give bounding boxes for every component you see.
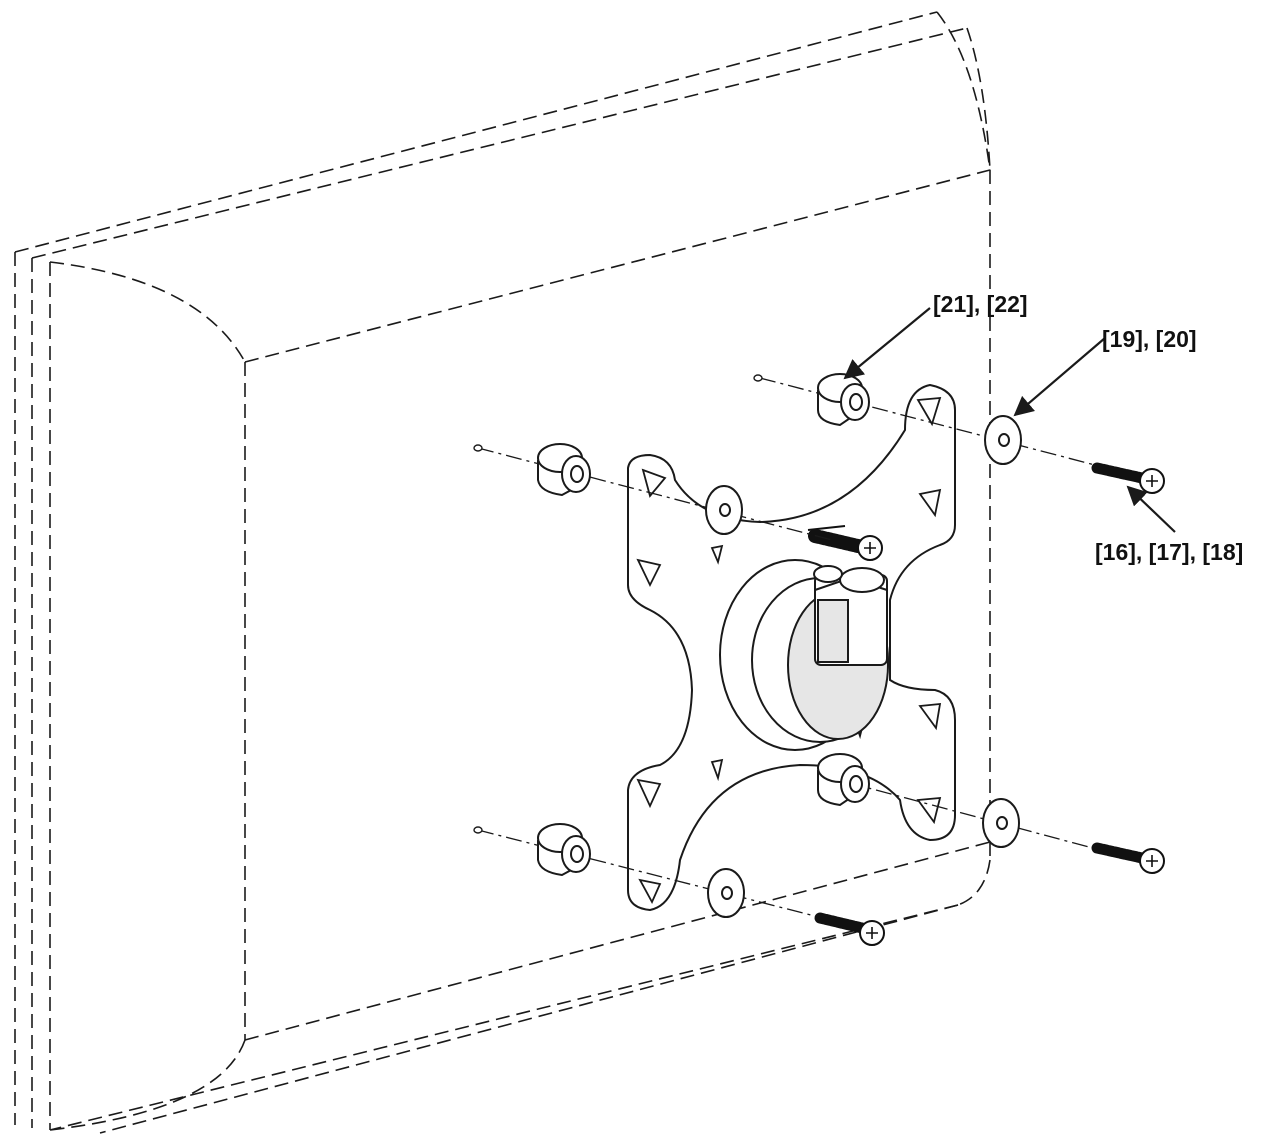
screw-leader-arrow bbox=[1126, 485, 1176, 533]
spacer-callout: [21], [22] bbox=[933, 291, 1028, 317]
pivot-hub bbox=[719, 559, 889, 751]
spacer-top-left bbox=[537, 443, 591, 497]
monitor-outline bbox=[14, 11, 991, 1134]
washer-top-left bbox=[705, 485, 743, 535]
screws bbox=[814, 462, 1165, 946]
spacer-top-right bbox=[817, 373, 870, 427]
screw-bottom-right bbox=[1091, 842, 1165, 874]
screw-bottom-left bbox=[814, 912, 885, 946]
spacer-bottom-left bbox=[537, 823, 591, 877]
spacer-leader-arrow bbox=[843, 307, 931, 380]
washer-bottom-right bbox=[982, 798, 1020, 848]
screw-callout: [16], [17], [18] bbox=[1095, 539, 1243, 565]
spacers bbox=[537, 373, 870, 877]
callouts: [21], [22] [19], [20] [16], [17], [18] bbox=[843, 291, 1243, 565]
washer-bottom-left bbox=[707, 868, 745, 918]
washer-leader-arrow bbox=[1013, 337, 1106, 417]
monitor-holes bbox=[473, 374, 763, 834]
washer-callout: [19], [20] bbox=[1102, 326, 1197, 352]
washers bbox=[705, 415, 1022, 918]
spacer-bottom-right bbox=[817, 753, 870, 807]
washer-top-right bbox=[984, 415, 1022, 465]
